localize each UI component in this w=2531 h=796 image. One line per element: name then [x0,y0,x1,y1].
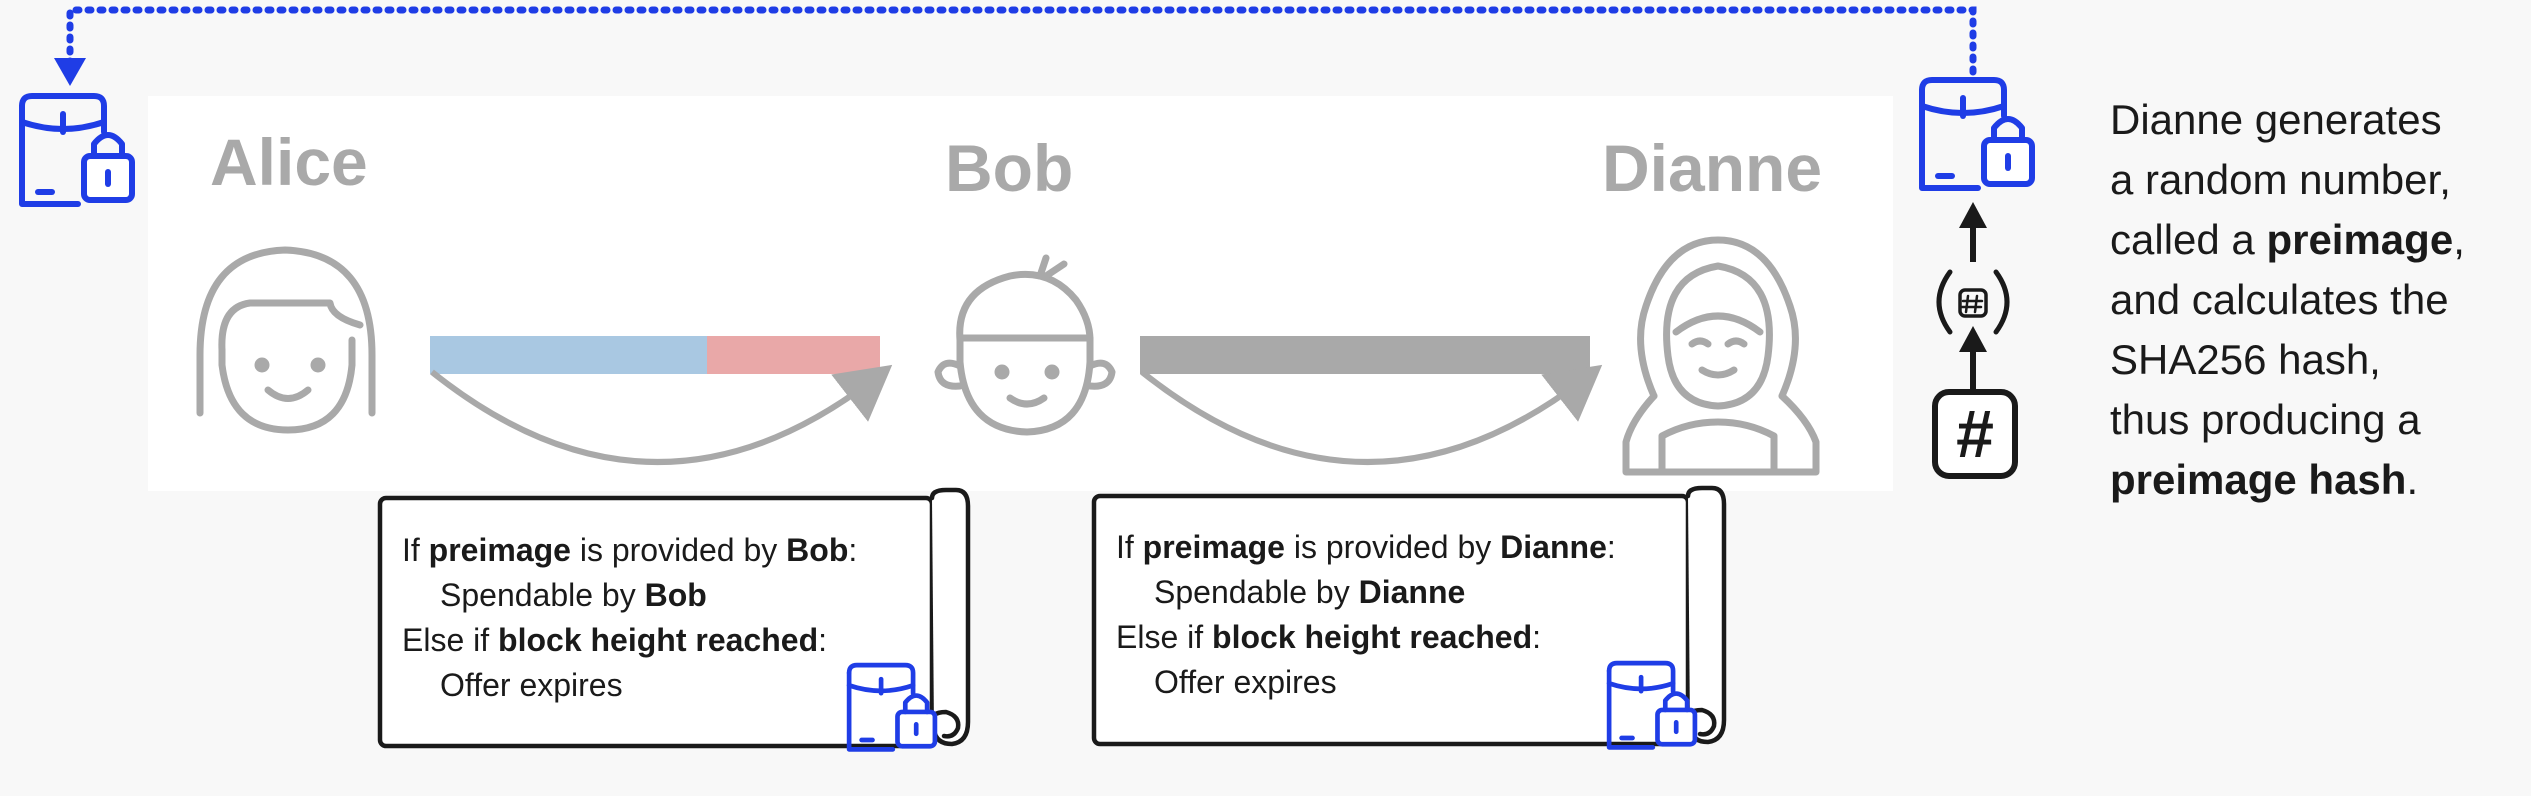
person-icon-bob [934,254,1116,436]
scroll-icon-contract-bob [377,487,971,749]
envelope-lock-icon [846,662,938,752]
explanation-line: preimage hash. [2110,456,2419,503]
explanation-line: thus producing a [2110,396,2421,443]
explanation-text: Dianne generates a random number, called… [2110,90,2520,510]
dotted-connector-line [66,6,1977,76]
channel-alice-bob-blue [430,336,707,374]
explanation-line: Dianne generates [2110,96,2442,143]
hashed-value-icon [1936,269,2010,335]
contract-text-bob: If preimage is provided by Bob: Spendabl… [402,528,857,708]
hash-icon [1932,389,2018,479]
channel-alice-bob-red [707,336,880,374]
participant-name-dianne: Dianne [1602,131,1823,205]
hash-symbol: # [1956,396,1994,472]
envelope-lock-icon [1919,77,2035,191]
person-icon-dianne [1622,236,1820,476]
explanation-line: a random number, [2110,156,2451,203]
explanation-line: SHA256 hash, [2110,336,2381,383]
explanation-line: called a preimage, [2110,216,2465,263]
channel-panel [148,96,1893,491]
arrow-down-icon [54,58,86,86]
payment-arrow-alice-bob [430,364,893,465]
contract-text-dianne: If preimage is provided by Dianne: Spend… [1116,525,1616,705]
contract-line-expires: Offer expires [440,667,623,703]
participant-name-alice: Alice [210,125,368,199]
contract-line-expires: Offer expires [1154,664,1337,700]
envelope-lock-icon [19,93,135,207]
participant-name-bob: Bob [945,131,1074,205]
explanation-line: and calculates the [2110,276,2449,323]
scroll-icon-contract-dianne [1091,485,1727,747]
envelope-lock-icon [1606,660,1698,750]
arrow-up-icon [1959,326,1987,392]
contract-line-condition: If preimage is provided by Bob: [402,532,858,568]
person-icon-alice [196,246,376,434]
contract-line-else: Else if block height reached: [402,622,827,658]
payment-arrow-bob-dianne [1140,364,1603,465]
contract-line-condition: If preimage is provided by Dianne: [1116,529,1616,565]
contract-line-else: Else if block height reached: [1116,619,1541,655]
arrow-up-icon [1959,202,1987,262]
channel-bob-dianne [1140,336,1590,374]
contract-line-spendable: Spendable by Dianne [1154,574,1466,610]
contract-line-spendable: Spendable by Bob [440,577,707,613]
